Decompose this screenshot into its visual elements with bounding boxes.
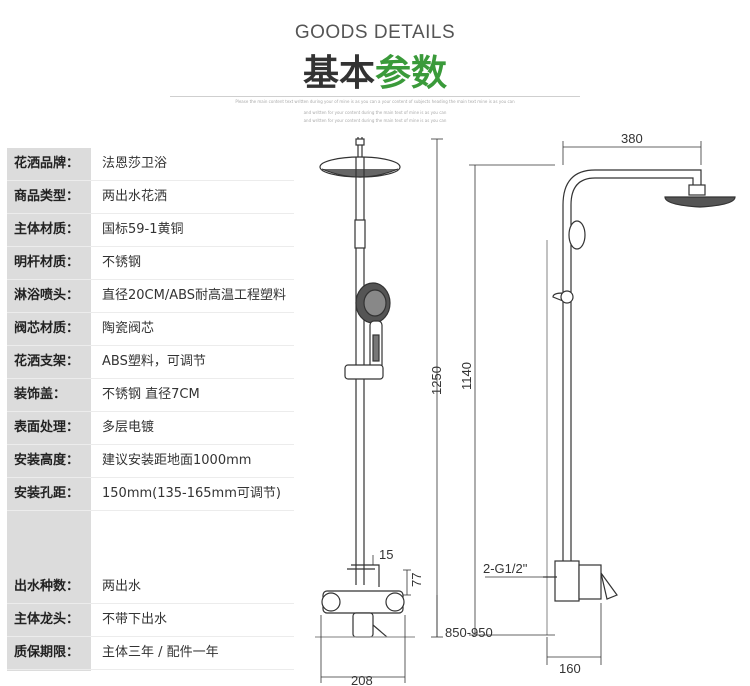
spec-value: 陶瓷阀芯	[102, 321, 155, 336]
spec-label: 主体材质：	[14, 222, 80, 237]
header-divider	[170, 96, 580, 97]
spec-label: 装饰盖：	[14, 387, 67, 402]
spec-label: 安装孔距：	[14, 486, 80, 501]
spec-value: 两出水花洒	[102, 189, 168, 204]
spec-value: 主体三年 / 配件一年	[102, 645, 219, 660]
spec-row: 装饰盖： 不锈钢 直径7CM	[7, 379, 294, 412]
dimension-160: 160	[559, 661, 581, 676]
spec-value: 直径20CM/ABS耐高温工程塑料	[102, 288, 287, 303]
spec-row: 淋浴喷头： 直径20CM/ABS耐高温工程塑料	[7, 280, 294, 313]
spec-label: 商品类型：	[14, 189, 80, 204]
title-part-params: 参数	[375, 53, 448, 94]
spec-label: 花洒支架：	[14, 354, 80, 369]
dimension-15: 15	[379, 547, 393, 562]
spec-value: 法恩莎卫浴	[102, 156, 168, 171]
spec-label: 阀芯材质：	[14, 321, 80, 336]
spec-row: 商品类型： 两出水花洒	[7, 181, 294, 214]
spec-row: 明杆材质： 不锈钢	[7, 247, 294, 280]
dimension-1250: 1250	[429, 366, 444, 395]
spec-value: 不锈钢	[102, 255, 142, 270]
spec-value: 两出水	[102, 579, 142, 594]
spec-label: 质保期限：	[14, 645, 80, 660]
spec-label: 明杆材质：	[14, 255, 80, 270]
page-title: 基本参数	[0, 44, 750, 96]
spec-row: 花洒支架： ABS塑料，可调节	[7, 346, 294, 379]
spec-value: ABS塑料，可调节	[102, 354, 206, 369]
front-view	[315, 137, 415, 638]
spec-label: 表面处理：	[14, 420, 80, 435]
spec-label: 花洒品牌：	[14, 156, 80, 171]
goods-details-eyebrow: GOODS DETAILS	[294, 22, 456, 43]
spec-label: 淋浴喷头：	[14, 288, 80, 303]
dimension-850-950: 850-950	[445, 625, 493, 640]
dimension-380: 380	[621, 131, 643, 146]
spec-value: 建议安装距地面1000mm	[102, 453, 252, 468]
spec-label-column	[7, 148, 91, 671]
dimension-thread: 2-G1/2"	[483, 561, 528, 576]
dimension-77: 77	[409, 573, 424, 587]
side-view	[543, 169, 736, 635]
spec-row: 阀芯材质： 陶瓷阀芯	[7, 313, 294, 346]
spec-row: 质保期限： 主体三年 / 配件一年	[7, 637, 294, 670]
header-fineprint-2: and written for your content during the …	[303, 110, 447, 115]
spec-value: 150mm(135-165mm可调节)	[102, 486, 281, 501]
spec-row: 表面处理： 多层电镀	[7, 412, 294, 445]
spec-value: 国标59-1黄铜	[102, 222, 184, 237]
spec-value: 不锈钢 直径7CM	[102, 387, 200, 402]
side-shower-head-icon	[664, 196, 736, 208]
dimension-1140: 1140	[459, 362, 474, 390]
header-fineprint-1: Please the main content text written dur…	[235, 99, 515, 104]
spec-row: 主体材质： 国标59-1黄铜	[7, 214, 294, 247]
spec-row: 安装孔距： 150mm(135-165mm可调节)	[7, 478, 294, 511]
title-part-basic: 基本	[302, 53, 375, 94]
header-fineprint-3: and written for your content during the …	[303, 118, 447, 123]
spec-label: 安装高度：	[14, 453, 80, 468]
side-valve-icon	[578, 564, 602, 600]
shower-dimension-diagram: 1250 15 77 850-950 208 380	[315, 131, 736, 685]
page-header: GOODS DETAILS 基本参数 Please the main conte…	[0, 0, 750, 125]
spec-row: 出水种数： 两出水	[7, 571, 294, 604]
spec-label: 出水种数：	[14, 579, 80, 594]
spec-value: 多层电镀	[102, 420, 155, 435]
spec-row: 主体龙头： 不带下出水	[7, 604, 294, 637]
front-dimension-lines	[320, 138, 443, 683]
side-dimension-lines	[469, 141, 702, 665]
spec-label: 主体龙头：	[14, 612, 80, 627]
spec-value: 不带下出水	[102, 612, 168, 627]
spec-row: 安装高度： 建议安装距地面1000mm	[7, 445, 294, 478]
dimension-208: 208	[351, 673, 373, 685]
shower-holder-icon	[344, 364, 384, 380]
spec-row: 花洒品牌： 法恩莎卫浴	[7, 148, 294, 181]
